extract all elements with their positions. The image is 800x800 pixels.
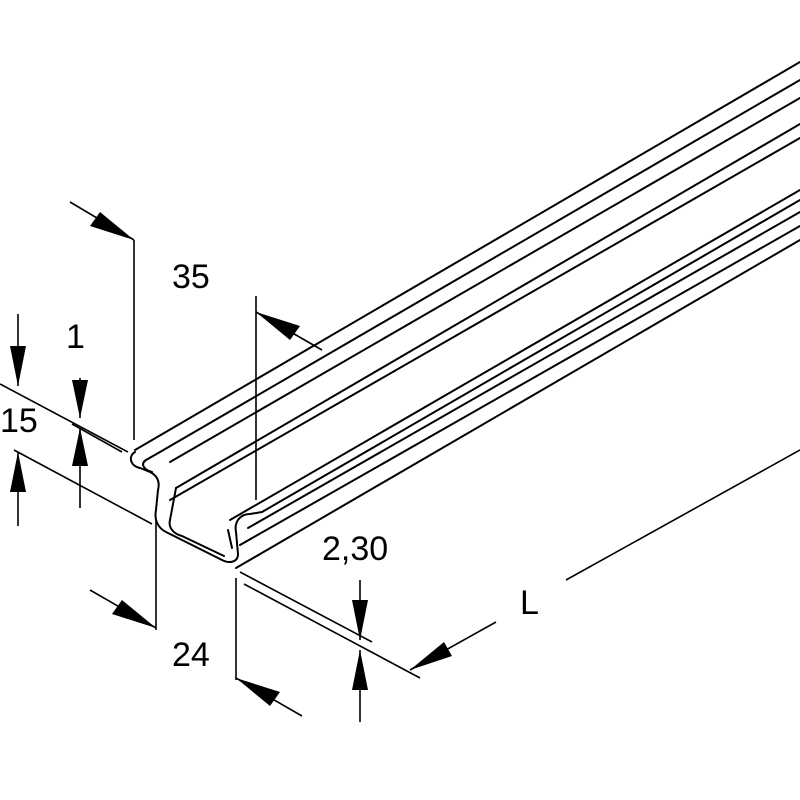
- dimension-15: 15: [0, 314, 153, 526]
- dimension-24: 24: [89, 520, 303, 717]
- dim-label-1: 1: [66, 318, 85, 356]
- dimension-2-30: 2,30: [239, 530, 421, 722]
- dim-label-2-30: 2,30: [322, 530, 388, 568]
- rail-profile: [129, 61, 800, 569]
- dim-label-L: L: [520, 584, 539, 622]
- dimension-L: L: [409, 449, 800, 671]
- dim-label-15: 15: [0, 402, 38, 440]
- dimension-35: 35: [69, 201, 323, 500]
- dim-label-35: 35: [172, 258, 210, 296]
- dimension-1: 1: [66, 318, 123, 508]
- dim-label-24: 24: [172, 636, 210, 674]
